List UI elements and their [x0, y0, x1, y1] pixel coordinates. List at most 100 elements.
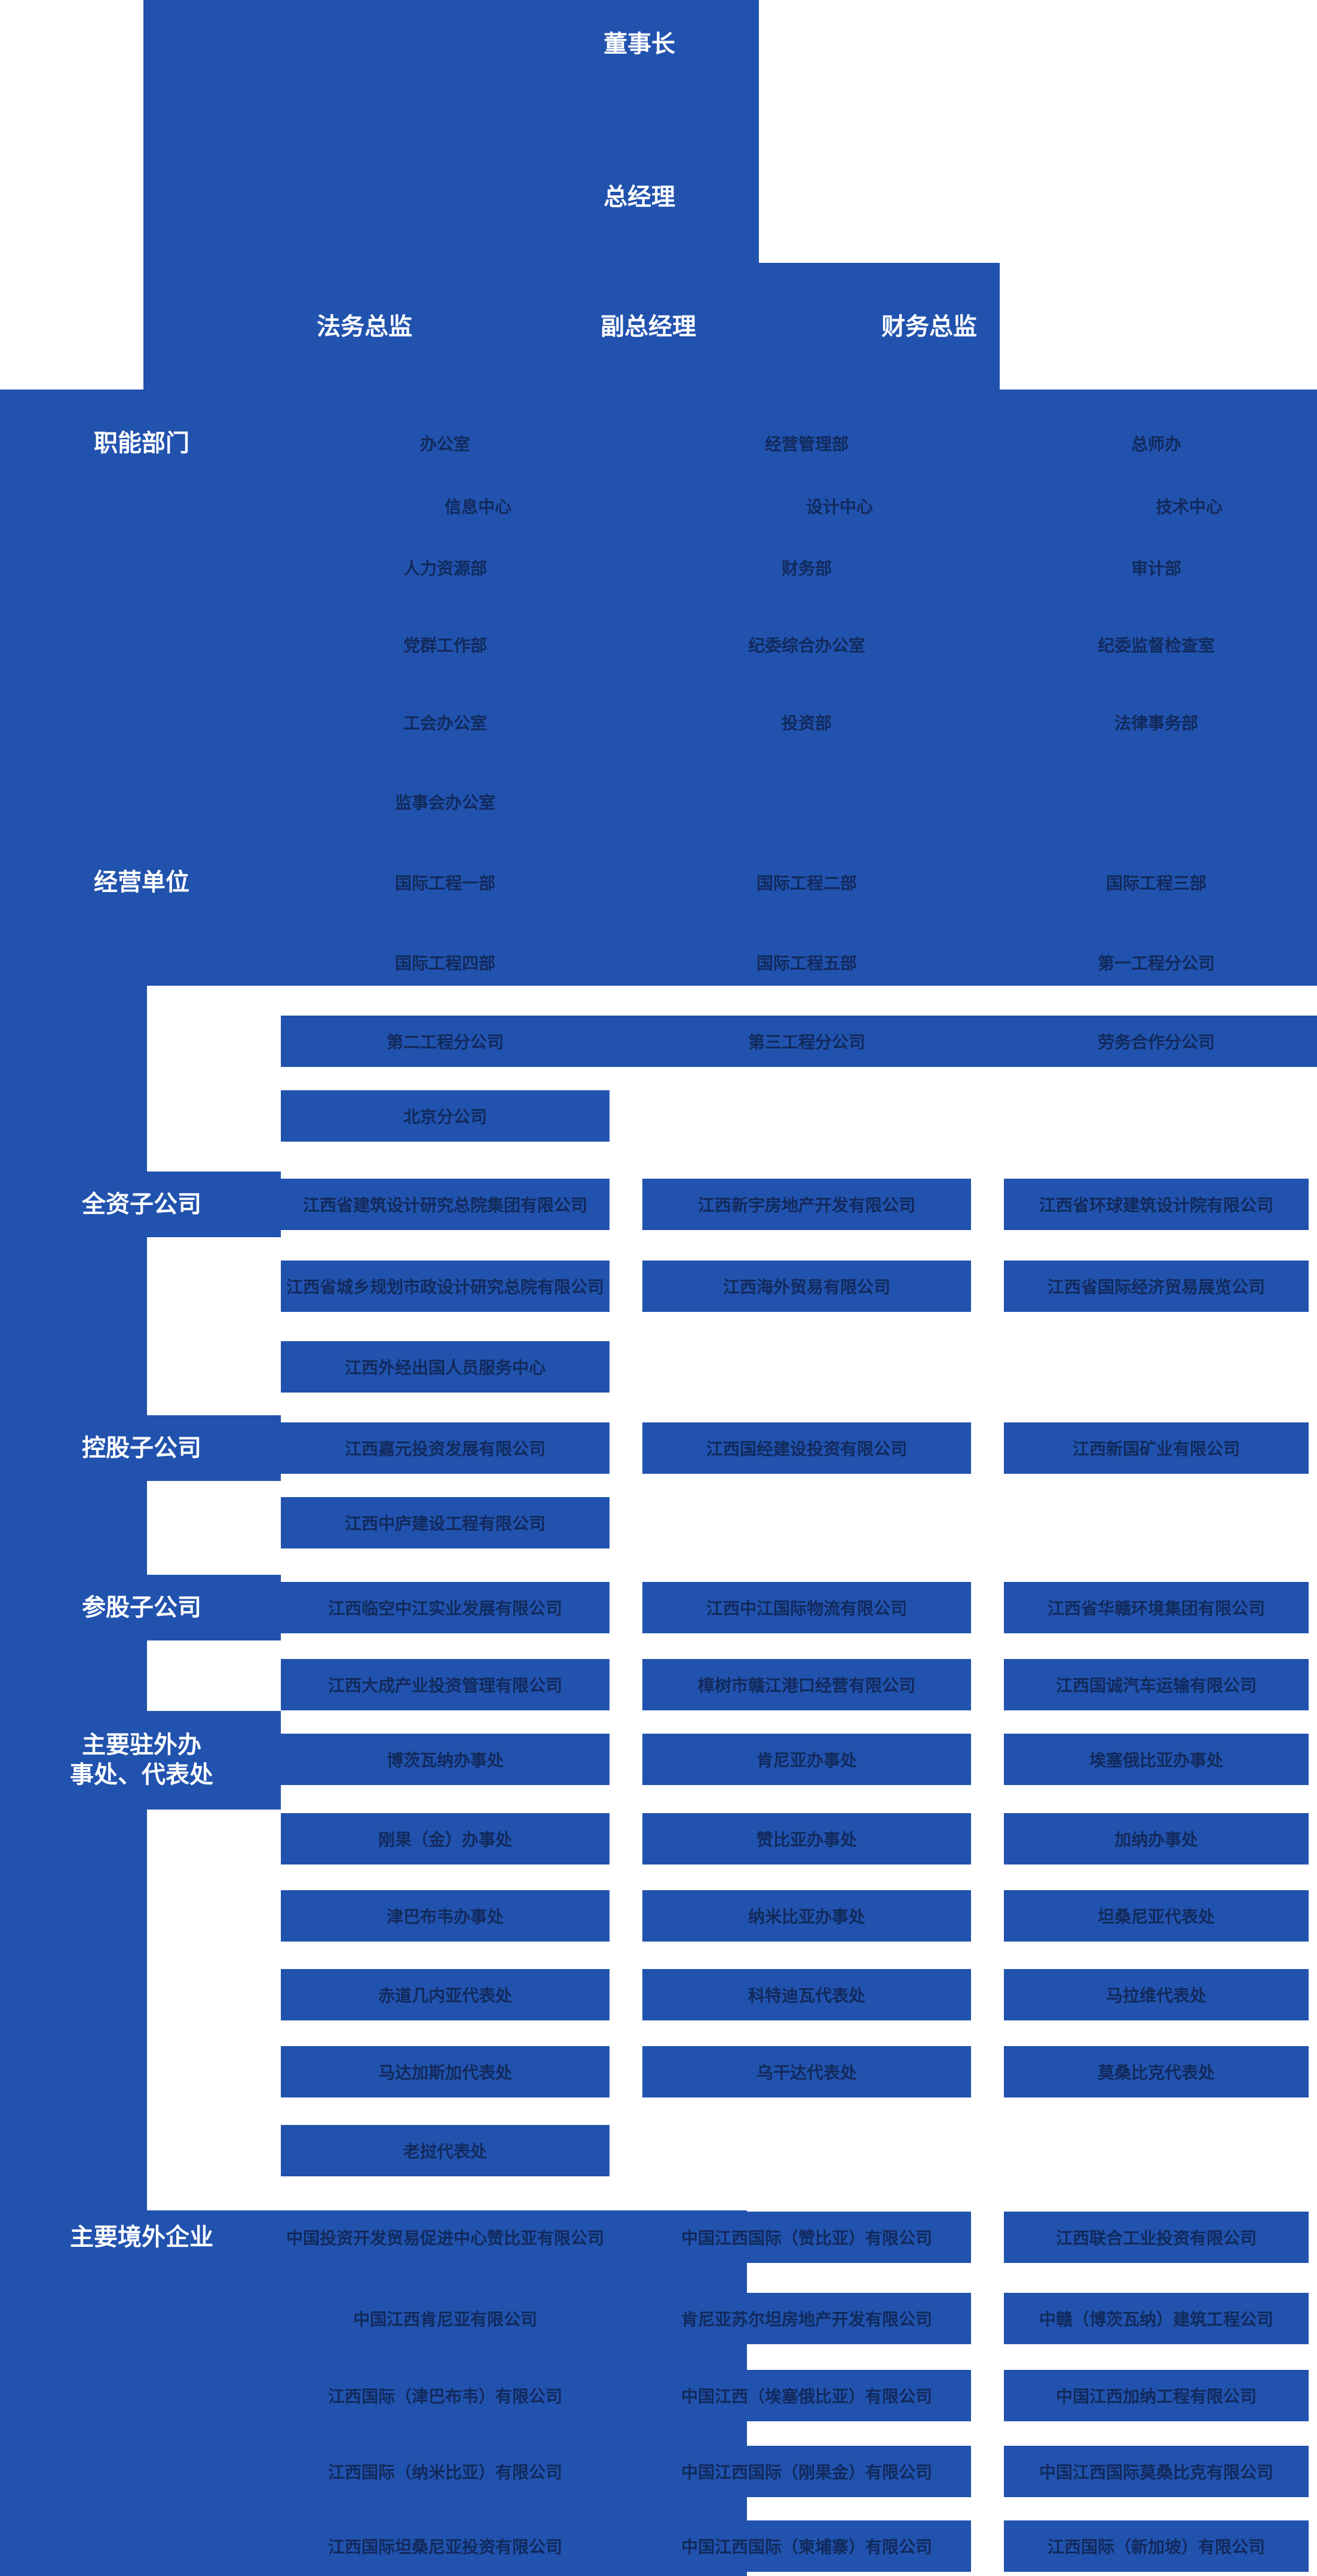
org-box-label: 江西国诚汽车运输有限公司	[1055, 1676, 1257, 1695]
org-box: 江西国际坦桑尼亚投资有限公司	[281, 2520, 610, 2572]
org-row-band	[281, 1016, 1317, 1067]
section-label: 主要境外企业	[70, 2224, 213, 2250]
org-item-label: 党群工作部	[403, 636, 488, 655]
org-box-label: 江西中庐建设工程有限公司	[344, 1514, 546, 1533]
org-box-label: 莫桑比克代表处	[1097, 2063, 1215, 2082]
finance-director-title: 财务总监	[881, 314, 977, 340]
org-item-label: 第二工程分公司	[386, 1033, 504, 1051]
org-box: 津巴布韦办事处	[281, 1890, 610, 1942]
org-box-label: 江西国经建设投资有限公司	[706, 1440, 907, 1458]
org-box-label: 江西省建筑设计研究总院集团有限公司	[302, 1196, 587, 1215]
org-box-label: 江西嘉元投资发展有限公司	[344, 1440, 546, 1458]
org-box-label: 中国江西肯尼亚有限公司	[353, 2310, 537, 2329]
org-item-label: 财务部	[781, 559, 832, 578]
org-box: 马达加斯加代表处	[281, 2046, 610, 2097]
org-item-label: 国际工程三部	[1105, 874, 1207, 893]
org-box: 江西国际（新加坡）有限公司	[1004, 2520, 1309, 2572]
org-box: 刚果（金）办事处	[281, 1813, 610, 1864]
org-box: 江西海外贸易有限公司	[642, 1261, 971, 1312]
org-box: 赞比亚办事处	[642, 1813, 971, 1864]
org-item-label: 纪委综合办公室	[748, 636, 866, 655]
org-item-label: 技术中心	[1155, 498, 1223, 516]
org-box-label: 江西国际（新加坡）有限公司	[1047, 2538, 1265, 2556]
org-item-label: 投资部	[781, 714, 832, 732]
org-box-label: 江西新宇房地产开发有限公司	[697, 1196, 915, 1215]
org-box-label: 中国江西国际（赞比亚）有限公司	[681, 2229, 932, 2247]
section-label: 全资子公司	[82, 1191, 201, 1218]
section-label: 主要驻外办事处、代表处	[70, 1732, 213, 1788]
general-manager-title: 总经理	[604, 184, 675, 210]
org-box-label: 中国江西（埃塞俄比亚）有限公司	[681, 2387, 932, 2406]
org-box-label: 江西新国矿业有限公司	[1072, 1440, 1240, 1458]
org-box: 肯尼亚苏尔坦房地产开发有限公司	[642, 2293, 971, 2344]
org-box-label: 赤道几内亚代表处	[378, 1986, 512, 2005]
org-item-label: 国际工程五部	[756, 954, 857, 973]
org-item-label: 劳务合作分公司	[1097, 1033, 1215, 1051]
org-item-label: 信息中心	[444, 498, 512, 516]
org-box: 加纳办事处	[1004, 1813, 1309, 1864]
section-label: 参股子公司	[82, 1594, 201, 1621]
org-box-label: 江西大成产业投资管理有限公司	[327, 1676, 562, 1695]
org-box: 江西省环球建筑设计院有限公司	[1004, 1179, 1309, 1230]
org-box-label: 坦桑尼亚代表处	[1097, 1908, 1215, 1926]
org-box-label: 北京分公司	[403, 1108, 487, 1126]
org-box: 中国江西国际（赞比亚）有限公司	[642, 2212, 971, 2263]
org-box: 肯尼亚办事处	[642, 1734, 971, 1785]
section-label-block	[0, 1575, 281, 1640]
org-item-label: 国际工程四部	[394, 954, 496, 973]
deputy-gm-title: 副总经理	[601, 314, 696, 340]
org-box-label: 江西海外贸易有限公司	[722, 1278, 890, 1296]
org-box: 江西国经建设投资有限公司	[642, 1422, 971, 1474]
org-box: 江西临空中江实业发展有限公司	[281, 1582, 610, 1633]
section-label: 职能部门	[94, 430, 189, 456]
org-item-label: 第一工程分公司	[1097, 954, 1215, 973]
section-label-block	[0, 1415, 281, 1481]
legal-director-title: 法务总监	[317, 314, 412, 340]
org-box-label: 樟树市赣江港口经营有限公司	[697, 1676, 915, 1695]
org-box: 中国投资开发贸易促进中心赞比亚有限公司	[281, 2212, 610, 2263]
org-box: 江西大成产业投资管理有限公司	[281, 1659, 610, 1710]
org-box-label: 江西省环球建筑设计院有限公司	[1039, 1196, 1273, 1215]
org-box-label: 江西临空中江实业发展有限公司	[327, 1599, 562, 1618]
org-item-label: 审计部	[1131, 559, 1182, 578]
main-band-block	[0, 390, 1317, 986]
org-box: 江西中庐建设工程有限公司	[281, 1497, 610, 1548]
org-box: 江西嘉元投资发展有限公司	[281, 1422, 610, 1474]
org-box-label: 纳米比亚办事处	[748, 1908, 865, 1926]
org-item-label: 总师办	[1131, 435, 1182, 453]
org-box: 江西省华赣环境集团有限公司	[1004, 1582, 1309, 1633]
org-box: 北京分公司	[281, 1090, 610, 1142]
org-box-label: 老挝代表处	[403, 2142, 487, 2161]
section-label: 控股子公司	[82, 1435, 201, 1461]
org-box: 江西省建筑设计研究总院集团有限公司	[281, 1179, 610, 1230]
org-item-label: 工会办公室	[403, 714, 488, 732]
org-box-label: 加纳办事处	[1114, 1830, 1198, 1849]
org-box-label: 江西外经出国人员服务中心	[344, 1358, 546, 1377]
header-mid-block	[143, 263, 1000, 391]
org-box-label: 江西国际（纳米比亚）有限公司	[327, 2463, 562, 2482]
org-box-label: 江西国际（津巴布韦）有限公司	[327, 2387, 562, 2406]
org-box-label: 肯尼亚苏尔坦房地产开发有限公司	[681, 2310, 932, 2329]
org-box-label: 中国江西加纳工程有限公司	[1055, 2387, 1257, 2406]
org-box-label: 江西中江国际物流有限公司	[706, 1599, 907, 1618]
org-box-label: 中赣（博茨瓦纳）建筑工程公司	[1039, 2310, 1273, 2329]
org-box: 埃塞俄比亚办事处	[1004, 1734, 1309, 1785]
org-item-label: 办公室	[419, 435, 471, 453]
org-item-label: 法律事务部	[1114, 714, 1199, 732]
org-box-label: 马达加斯加代表处	[378, 2063, 512, 2082]
org-box: 江西省国际经济贸易展览公司	[1004, 1261, 1309, 1312]
org-box: 江西外经出国人员服务中心	[281, 1341, 610, 1393]
org-box-label: 博茨瓦纳办事处	[386, 1751, 504, 1770]
org-box-label: 江西省华赣环境集团有限公司	[1047, 1599, 1265, 1618]
org-box: 马拉维代表处	[1004, 1969, 1309, 2020]
org-item-label: 人力资源部	[403, 559, 488, 578]
org-box-label: 乌干达代表处	[756, 2063, 857, 2082]
org-box: 江西国际（纳米比亚）有限公司	[281, 2446, 610, 2497]
org-box: 中国江西国际（刚果金）有限公司	[642, 2446, 971, 2497]
org-item-label: 国际工程一部	[394, 874, 496, 893]
org-box-label: 科特迪瓦代表处	[748, 1986, 865, 2005]
section-label: 经营单位	[94, 869, 189, 896]
org-box-label: 马拉维代表处	[1105, 1986, 1206, 2005]
org-item-label: 经营管理部	[764, 435, 849, 453]
section-label-block	[0, 1710, 281, 1810]
